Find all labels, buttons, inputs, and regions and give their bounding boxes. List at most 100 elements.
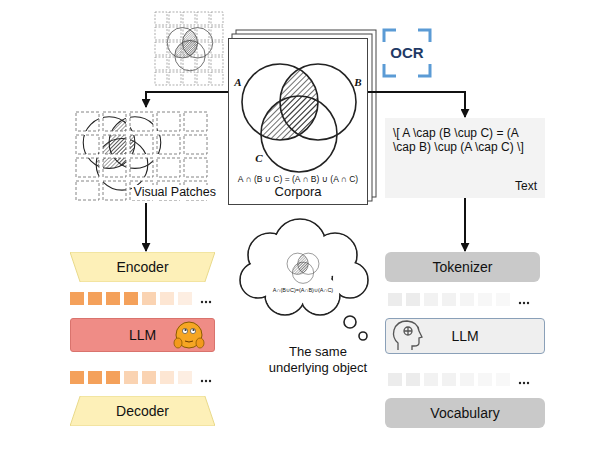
node-text: \[ A \cap (B \cup C) = (A \cap B) \cup (… xyxy=(393,126,537,155)
patch-cell xyxy=(157,158,180,177)
thumb-cell xyxy=(211,72,223,85)
vocabulary: Vocabulary xyxy=(385,398,545,428)
thumb-cell xyxy=(183,72,195,85)
patch-cell xyxy=(76,135,99,154)
thumb-cell xyxy=(155,57,167,70)
thumb-cell xyxy=(155,12,167,25)
token-square xyxy=(160,371,174,384)
trapezoid-outline xyxy=(70,396,215,426)
patch-cell xyxy=(76,158,99,177)
token-rows xyxy=(70,292,529,386)
node-text: The same underlying object xyxy=(262,344,374,375)
formula-small: A∩(B∪C)=(A∩B)∪(A∩C) xyxy=(273,287,333,293)
flow-arrow xyxy=(368,92,465,117)
token-square xyxy=(496,373,510,386)
set-label: B xyxy=(354,76,361,88)
thumb-cell xyxy=(197,57,209,70)
patch-cell xyxy=(103,112,126,131)
thumb-cell xyxy=(155,72,167,85)
patch-cell xyxy=(76,181,99,200)
thumbnail-patches xyxy=(155,12,223,85)
token-square xyxy=(424,293,438,306)
encoder: Encoder xyxy=(70,252,215,282)
thumb-cell xyxy=(155,42,167,55)
thumb-cell xyxy=(169,27,181,40)
token-square xyxy=(124,292,138,305)
llm-box: LLM xyxy=(385,318,545,354)
ellipsis-dot xyxy=(523,302,525,304)
patch-gap xyxy=(72,200,212,204)
ellipsis-dot xyxy=(527,302,529,304)
ellipsis-dot xyxy=(201,380,203,382)
ellipsis-dot xyxy=(527,382,529,384)
token-square xyxy=(478,373,492,386)
decoder: Decoder xyxy=(70,396,215,426)
thumb-cell xyxy=(169,57,181,70)
thumb-cell xyxy=(183,42,195,55)
patch-cell xyxy=(103,158,126,177)
token-square xyxy=(106,371,120,384)
thought-cloud xyxy=(240,219,368,340)
token-square xyxy=(388,373,402,386)
patch-cell xyxy=(184,135,207,154)
patch-gap xyxy=(72,131,212,135)
text-box: \[ A \cap (B \cup C) = (A \cap B) \cup (… xyxy=(385,118,545,198)
token-square xyxy=(142,371,156,384)
thumb-cell xyxy=(155,27,167,40)
node-text: LLM xyxy=(451,328,478,345)
node-text: Corpora xyxy=(275,184,322,200)
front-page xyxy=(228,38,368,205)
thumb-cell xyxy=(183,27,195,40)
token-square xyxy=(160,292,174,305)
token-square xyxy=(496,293,510,306)
patch-cell xyxy=(130,112,153,131)
trapezoid-outline xyxy=(70,252,215,282)
token-square xyxy=(406,373,420,386)
patch-cell xyxy=(157,112,180,131)
thumb-cell xyxy=(197,12,209,25)
patch-cell xyxy=(103,181,126,200)
token-square xyxy=(124,371,138,384)
thumb-cell xyxy=(211,42,223,55)
node-text: LLM xyxy=(129,327,156,344)
node-text: Tokenizer xyxy=(433,259,493,276)
thumb-cell xyxy=(211,27,223,40)
node-text: Vocabulary xyxy=(430,405,499,422)
patch-cell xyxy=(130,135,153,154)
token-square xyxy=(460,293,474,306)
ellipsis-dot xyxy=(209,301,211,303)
ellipsis-dot xyxy=(519,382,521,384)
token-square xyxy=(442,293,456,306)
thumb-cell xyxy=(183,57,195,70)
thumb-cell xyxy=(169,72,181,85)
token-square xyxy=(406,293,420,306)
node-text: Encoder xyxy=(116,259,168,276)
token-square xyxy=(178,371,192,384)
token-square xyxy=(88,292,102,305)
visual-patches: Visual Patches xyxy=(72,108,220,203)
token-square xyxy=(88,371,102,384)
flow-arrow xyxy=(146,92,228,107)
patch-cell xyxy=(184,112,207,131)
node-text: OCR xyxy=(390,44,423,62)
ellipsis-dot xyxy=(205,301,207,303)
node-text: Text xyxy=(393,179,537,193)
token-square xyxy=(178,292,192,305)
thought-caption: The same underlying object xyxy=(262,344,374,382)
flow-arrow xyxy=(145,203,147,251)
token-square xyxy=(460,373,474,386)
patch-cell xyxy=(103,135,126,154)
token-square xyxy=(388,293,402,306)
thumb-cell xyxy=(211,12,223,25)
ellipsis-dot xyxy=(523,382,525,384)
formula: A ∩ (B ∪ C) = (A ∩ B) ∪ (A ∩ C) xyxy=(238,175,358,184)
ellipsis-dot xyxy=(201,301,203,303)
patch-cell xyxy=(130,158,153,177)
token-square xyxy=(442,373,456,386)
token-square xyxy=(142,292,156,305)
set-label: A xyxy=(234,76,241,88)
patch-gap xyxy=(72,177,212,181)
thumb-cell xyxy=(197,27,209,40)
patch-cell xyxy=(76,112,99,131)
